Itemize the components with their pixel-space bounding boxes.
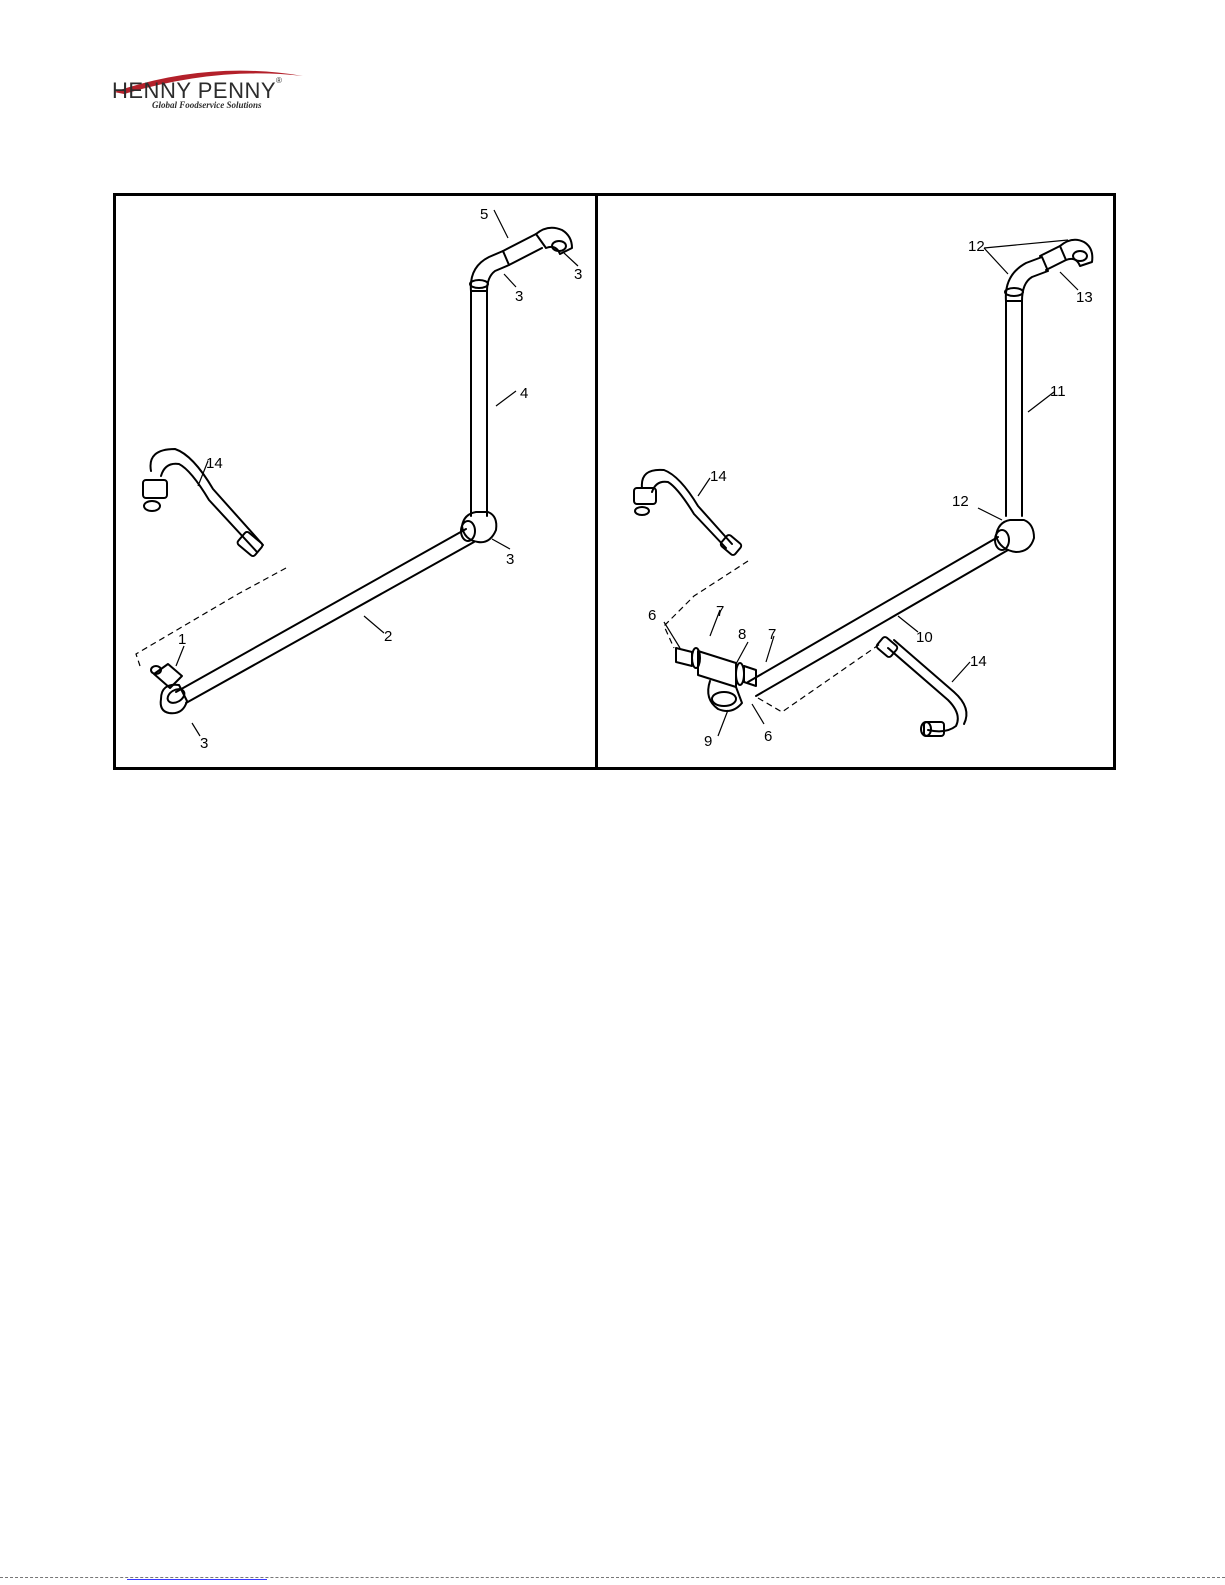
leader-4: [496, 391, 516, 406]
callout-3-corner: 3: [506, 551, 514, 568]
leader-8: [736, 642, 748, 664]
elbow-3-top: [471, 251, 509, 291]
callout-7-left: 7: [716, 603, 724, 620]
leader-3-end: [564, 253, 578, 266]
elbow-3-corner: [462, 512, 496, 542]
pipe-10-bottom: [756, 550, 1008, 696]
pipe-5-bottom: [509, 248, 542, 265]
elbow-3-end-ring: [552, 241, 566, 251]
tube-14-lower-end: [921, 722, 931, 736]
pipe-13-top: [1040, 246, 1060, 256]
callout-2: 2: [384, 628, 392, 645]
leader-3-top: [504, 274, 516, 287]
callout-13: 13: [1076, 289, 1093, 306]
pipe-2-lower: [186, 542, 474, 703]
leader-3-bottom: [192, 723, 200, 736]
footer-link-underline[interactable]: [127, 1579, 267, 1580]
elbow-3-top-ring: [470, 280, 488, 288]
elbow-3-ring: [165, 686, 187, 705]
tube-14-lower: [888, 648, 958, 731]
leader-9: [718, 710, 728, 736]
leader-14-upper: [698, 478, 710, 496]
callout-12-top: 12: [968, 238, 985, 255]
fitting-6-right: [744, 666, 756, 686]
leader-12-top-a: [984, 248, 1008, 274]
logo-tagline: Global Foodservice Solutions: [152, 100, 262, 110]
callout-3-top: 3: [515, 288, 523, 305]
connection-dashed-upper: [664, 561, 748, 648]
leader-10: [898, 616, 918, 632]
elbow-12-top-ring: [1005, 288, 1023, 296]
callout-12-corner: 12: [952, 493, 969, 510]
elbow-13-end-ring: [1073, 251, 1087, 261]
callout-3-bottom: 3: [200, 735, 208, 752]
leader-5: [494, 210, 508, 238]
callout-9: 9: [704, 733, 712, 750]
pipe-2: [176, 529, 466, 692]
fitting-6-left: [676, 648, 692, 666]
pipe-13-bottom: [1046, 260, 1066, 270]
tube-14-lower-nut-bottom: [924, 722, 944, 736]
right-assembly-drawing: 12 13 11 12 10 14 14 6 7 8 7 9 6: [598, 196, 1113, 767]
leader-1: [176, 646, 184, 666]
callout-3-end: 3: [574, 266, 582, 283]
callout-14: 14: [206, 455, 223, 472]
henny-penny-logo: HENNY PENNY® Global Foodservice Solution…: [108, 62, 318, 118]
logo-registered-mark: ®: [276, 76, 282, 85]
callout-14-upper: 14: [710, 468, 727, 485]
connection-dashed-line: [136, 568, 286, 666]
leader-2: [364, 616, 384, 633]
connection-dashed-lower: [758, 644, 880, 712]
callout-5: 5: [480, 206, 488, 223]
leader-3-corner: [492, 539, 510, 549]
callout-4: 4: [520, 385, 528, 402]
callout-6-right: 6: [764, 728, 772, 745]
elbow-12-corner: [996, 520, 1034, 552]
callout-8: 8: [738, 626, 746, 643]
tube-14-upper-end: [635, 507, 649, 515]
leader-6-right: [752, 704, 764, 724]
callout-1: 1: [178, 631, 186, 648]
tube-14-nut-left: [143, 480, 167, 498]
leader-14-lower: [952, 662, 970, 682]
tee-9-ring: [712, 692, 736, 706]
page-bottom-rule: [0, 1577, 1225, 1578]
elbow-12-top: [1006, 257, 1048, 301]
tee-8: [698, 651, 736, 687]
fitting-7-right: [736, 663, 744, 685]
callout-14-lower: 14: [970, 653, 987, 670]
left-assembly-drawing: 1 2 3 3 3 3 4 5 14: [116, 196, 595, 767]
tube-14-inner: [161, 464, 257, 552]
leader-12-corner: [978, 508, 1002, 520]
parts-diagram-frame: 1 2 3 3 3 3 4 5 14: [113, 193, 1116, 770]
leader-12-top-b: [984, 240, 1068, 248]
left-assembly-panel: 1 2 3 3 3 3 4 5 14: [116, 196, 598, 767]
tube-14-end-left: [144, 501, 160, 511]
callout-6-left: 6: [648, 607, 656, 624]
callout-7-right: 7: [768, 626, 776, 643]
callout-10: 10: [916, 629, 933, 646]
leader-13: [1060, 272, 1078, 290]
pipe-10-top: [748, 537, 998, 682]
right-assembly-panel: 12 13 11 12 10 14 14 6 7 8 7 9 6: [598, 196, 1113, 767]
leader-6-left: [664, 622, 680, 648]
callout-11: 11: [1050, 383, 1066, 400]
pipe-5-top: [503, 234, 536, 251]
